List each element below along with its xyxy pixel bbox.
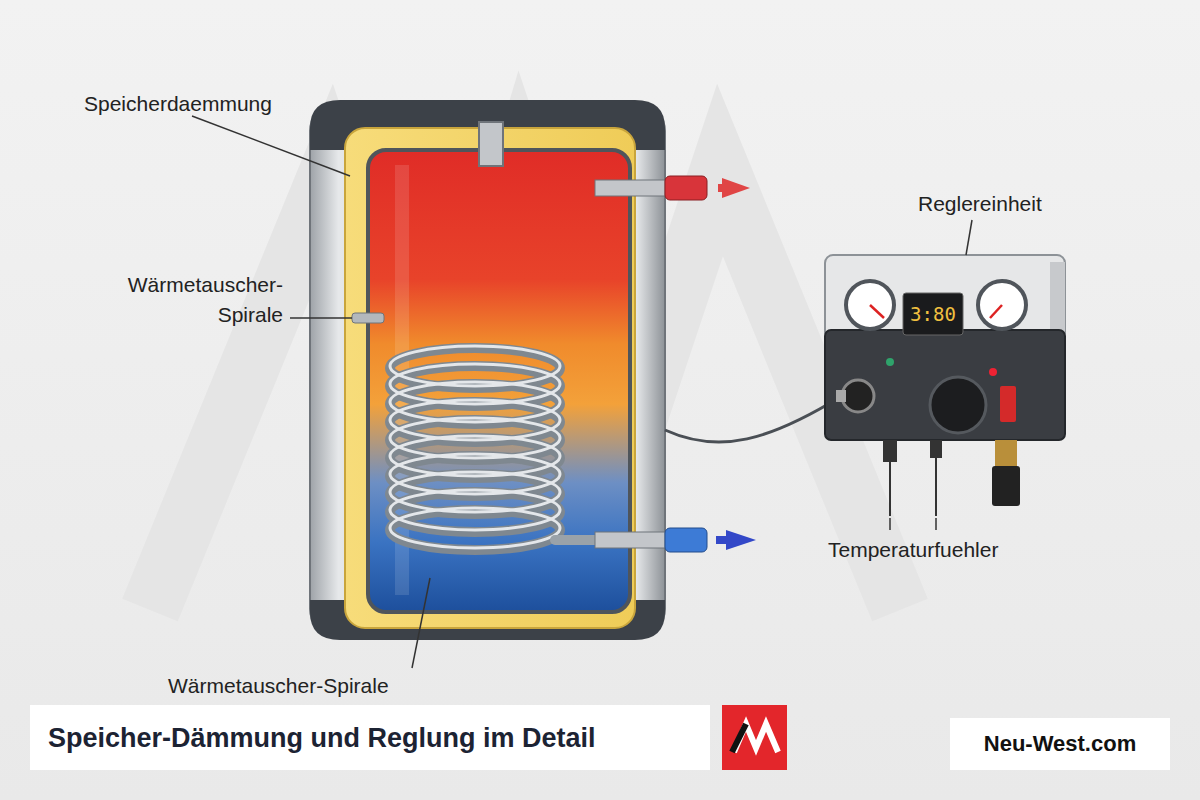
site-box: Neu-West.com [950, 718, 1170, 770]
part-label: Speicherdaemmung [84, 90, 272, 117]
part-label: Wärmetauscher-Spirale [168, 672, 389, 699]
title-text: Speicher-Dämmung und Reglung im Detail [48, 718, 596, 758]
display-value: 3:80 [903, 293, 963, 335]
part-label: Temperaturfuehler [828, 536, 998, 563]
part-label: Reglereinheit [918, 190, 1042, 217]
site-name: Neu-West.com [984, 731, 1136, 757]
part-label: Wärmetauscher- Spirale [68, 270, 283, 330]
